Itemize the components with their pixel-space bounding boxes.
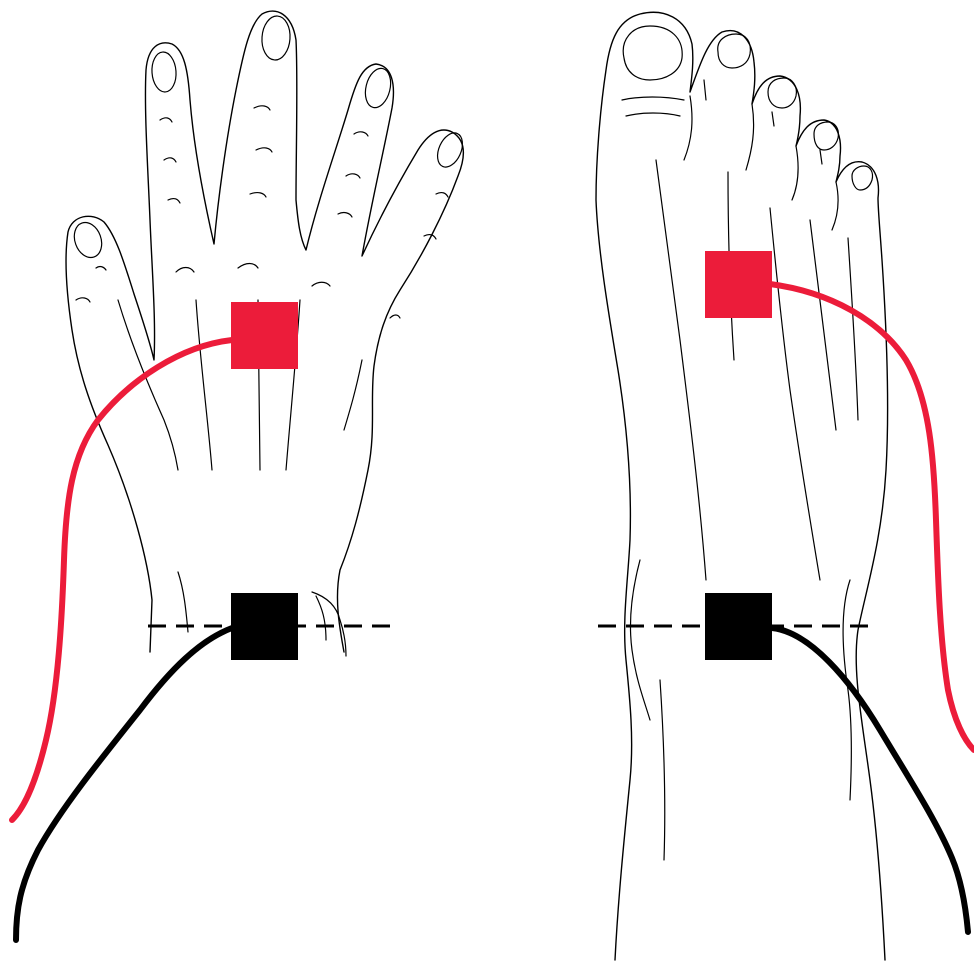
index-nail	[151, 51, 178, 93]
thumb-nail	[70, 219, 107, 262]
middle-nail	[260, 15, 291, 61]
foot-active-electrode	[705, 251, 772, 318]
foot-illustration	[596, 12, 888, 960]
hand-reference-electrode	[231, 593, 298, 660]
foot-outline	[596, 12, 888, 960]
big-toenail	[623, 26, 682, 80]
foot-creases	[622, 80, 858, 860]
fifth-toenail	[852, 166, 873, 190]
foot-reference-electrode	[705, 593, 772, 660]
hand-active-electrode	[231, 302, 298, 369]
hand-reference-wire	[16, 628, 232, 940]
hand-active-wire	[12, 340, 232, 820]
foot-active-wire	[770, 284, 974, 750]
